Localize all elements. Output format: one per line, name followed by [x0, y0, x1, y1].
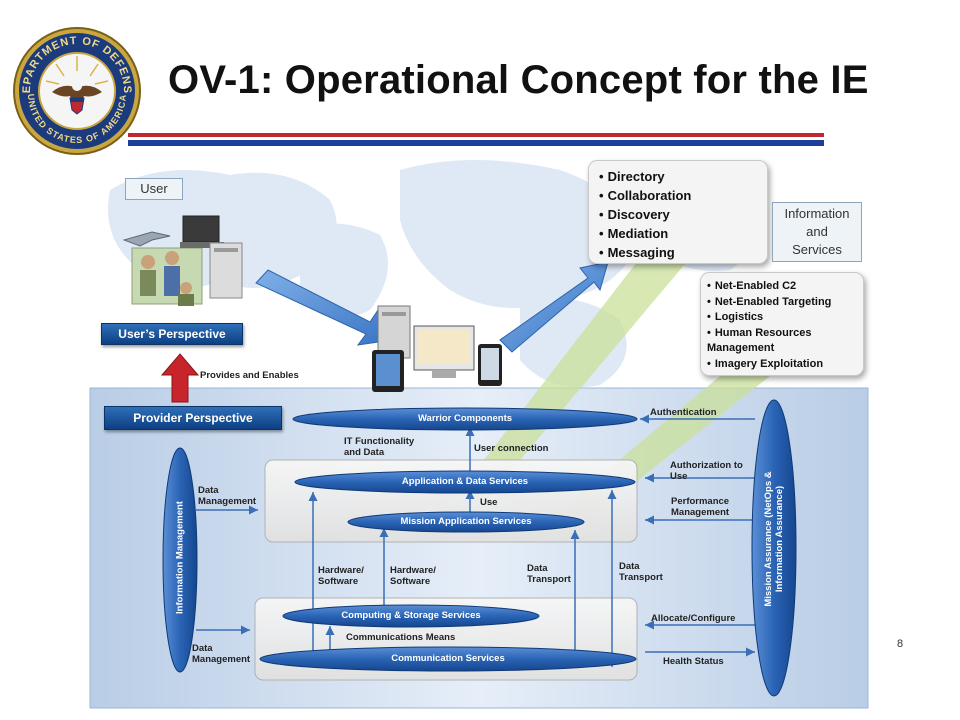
health-status-label: Health Status: [663, 656, 724, 667]
list-item: •Human Resources: [707, 326, 812, 339]
mission-application-services-label: Mission Application Services: [400, 516, 532, 527]
users-perspective-label: User’s Perspective: [101, 323, 243, 345]
list-item: •Messaging: [599, 245, 675, 260]
list-item: •Discovery: [599, 207, 670, 222]
provider-perspective-label: Provider Perspective: [104, 406, 282, 430]
slide-number: 8: [897, 638, 904, 650]
list-item: •Mediation: [599, 226, 669, 241]
list-item: •Logistics: [707, 311, 764, 323]
title-rule-red: [128, 133, 824, 137]
information-services-label: Information and Services: [772, 202, 862, 262]
computing-storage-services-bar: [282, 604, 540, 628]
communication-services-bar: [259, 646, 637, 672]
authentication-label: Authentication: [650, 407, 717, 418]
mission-application-services-bar: [347, 511, 585, 533]
user-label: User: [125, 178, 183, 200]
provides-enables-arrow: [160, 353, 200, 403]
information-management-bar: [162, 447, 198, 673]
list-item: Management: [707, 342, 775, 354]
dod-seal-logo: DEPARTMENT OF DEFENSE UNITED STATES OF A…: [12, 26, 141, 155]
use-label: Use: [480, 497, 498, 508]
communication-services-label: Communication Services: [391, 653, 505, 664]
warrior-components-label: Warrior Components: [417, 413, 513, 424]
list-item: •Net-Enabled Targeting: [707, 295, 832, 308]
mission-assurance-bar: [751, 399, 797, 697]
warrior-components-bar: [292, 407, 638, 431]
communications-means-label: Communications Means: [346, 632, 456, 643]
computing-storage-services-label: Computing & Storage Services: [341, 610, 481, 621]
provides-enables-label: Provides and Enables: [200, 370, 299, 381]
devices-illustration: [372, 305, 502, 392]
provider-to-services-arrow: [499, 261, 609, 353]
user-connection-label: User connection: [474, 443, 549, 454]
list-item: •Net-Enabled C2: [707, 280, 797, 292]
hardware-software-label-2: Hardware/Software: [390, 565, 436, 587]
services-list-box: •Directory •Collaboration •Discovery •Me…: [588, 160, 768, 264]
page-title: OV-1: Operational Concept for the IE: [168, 58, 869, 102]
application-data-services-bar: [294, 470, 636, 494]
capabilities-list-box: •Net-Enabled C2 •Net-Enabled Targeting •…: [700, 272, 864, 376]
list-item: •Collaboration: [599, 188, 692, 203]
information-management-label: Information Management: [174, 501, 186, 614]
hardware-software-label-1: Hardware/Software: [318, 565, 364, 587]
list-item: •Directory: [599, 169, 665, 184]
list-item: •Imagery Exploitation: [707, 357, 824, 370]
application-data-services-label: Application & Data Services: [401, 476, 529, 487]
allocate-configure-label: Allocate/Configure: [651, 613, 736, 624]
title-rule-blue: [128, 140, 824, 146]
mission-assurance-label: Mission Assurance (NetOps & Information …: [763, 471, 785, 607]
users-illustration: [122, 215, 243, 306]
